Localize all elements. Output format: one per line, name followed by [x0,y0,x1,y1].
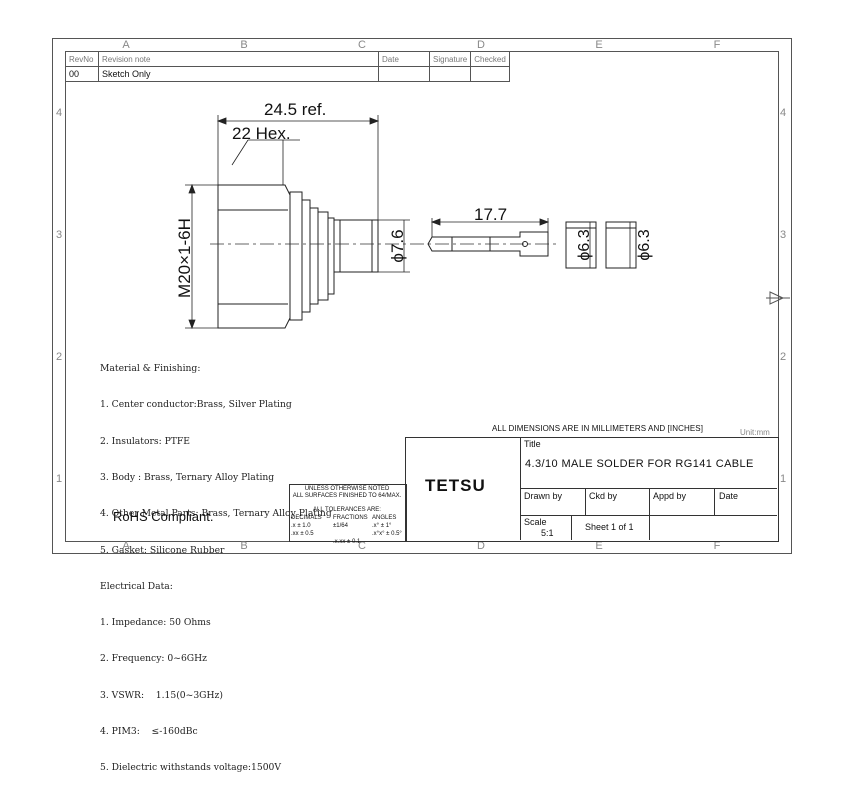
tolerance-line-3: ALL TOLERANCES ARE: [313,507,381,513]
pin-length-dimension: 17.7 [474,205,508,224]
dimension-units-note: ALL DIMENSIONS ARE IN MILLIMETERS AND [I… [492,424,704,433]
zone-row-3-right: 3 [780,229,787,241]
hex-nut-outline [217,184,291,329]
tolerance-decimals: DECIMALS .x ± 1.0 .xx ± 0.5 [291,514,322,538]
note-line: 5. Dielectric withstands voltage:1500V [100,762,282,774]
zone-col-e-bottom: E [595,540,603,552]
zone-row-2-right: 2 [780,351,787,363]
zone-col-e-top: E [595,39,603,51]
ferrule-2 [605,221,637,269]
tolerance-angles: ANGLES .x° ± 1° .x°x° ± 0.5° [372,514,402,538]
sheet-number: Sheet 1 of 1 [585,522,634,532]
zone-col-c-top: C [358,39,366,51]
tolerance-decimal-1: .x ± 1.0 [291,523,311,529]
rohs-label: RoHS Compliant. [113,509,214,524]
company-logo: TETSU [425,476,486,495]
unit-label: Unit:mm [740,428,770,437]
note-line: 1. Impedance: 50 Ohms [100,617,211,629]
checked-cell [470,66,510,82]
zone-row-4-left: 4 [56,107,63,119]
tolerance-line-2: ALL SURFACES FINISHED TO 64/MAX. [292,493,402,499]
note-line: 3. Body : Brass, Ternary Alloy Plating [100,472,275,484]
zone-col-d-top: D [477,39,485,51]
tolerance-angles-head: ANGLES [372,515,397,521]
overall-length-dimension: 24.5 ref. [264,100,327,119]
drawing-border [52,38,792,554]
tolerance-fractions-head: FRACTIONS [333,515,368,521]
ferrule2-diameter-dimension: ϕ6.3 [636,229,653,261]
signature-cell [428,66,472,82]
zone-col-a-top: A [122,39,130,51]
note-line: 2. Insulators: PTFE [100,435,191,447]
tolerance-line-1: UNLESS OTHERWISE NOTED [304,486,390,492]
tolerance-decimals-head: DECIMALS [291,515,322,521]
revision-table: RevNo Revision note Date Signature Check… [65,51,510,82]
note-line: 4. PIM3: ≤-160dBc [100,726,198,737]
zone-row-4-right: 4 [780,107,787,119]
scale-value: 5:1 [541,528,554,538]
tolerance-fractions: FRACTIONS ±1/64 .x.xx ± 0.1 [333,514,368,546]
zone-col-b-bottom: B [240,540,248,552]
zone-col-f-bottom: F [713,540,721,552]
zone-col-b-top: B [240,39,248,51]
revision-note-cell: Sketch Only [98,66,379,82]
tolerance-angle-2: .x°x° ± 0.5° [372,531,402,537]
material-notes: Material & Finishing: 1. Center conducto… [100,339,332,786]
checked-by-label: Ckd by [589,491,618,501]
tolerance-notes: UNLESS OTHERWISE NOTED ALL SURFACES FINI… [289,486,405,514]
rear-diameter-dimension: ϕ7.6 [388,229,407,263]
tolerance-fraction-1: ±1/64 [333,523,348,529]
contact-pin-outline [427,231,549,257]
table-row: 00 Sketch Only [65,66,510,82]
date-label: Date [719,491,739,501]
zone-row-1-left: 1 [56,473,63,485]
hex-size-dimension: 22 Hex. [232,124,291,143]
title-label: Title [524,439,541,449]
ferrule1-diameter-dimension: ϕ6.3 [576,229,593,261]
scale-label: Scale [524,517,547,527]
tolerance-block [289,484,407,542]
note-line: Material & Finishing: [100,363,201,375]
note-line: 2. Frequency: 0~6GHz [100,653,207,665]
note-line: 4. Other Metal Parts: Brass, Ternary All… [100,508,332,520]
zone-col-f-top: F [713,39,721,51]
drawn-by-label: Drawn by [524,491,563,501]
note-line: 3. VSWR: 1.15(0~3GHz) [100,689,223,701]
zone-row-3-left: 3 [56,229,63,241]
drawing-title: 4.3/10 MALE SOLDER FOR RG141 CABLE [525,458,754,470]
thread-dimension: M20×1-6H [175,218,194,298]
tolerance-angle-1: .x° ± 1° [372,523,392,529]
zone-col-d-bottom: D [477,540,485,552]
ferrule-1 [565,221,597,269]
zone-col-a-bottom: A [122,540,130,552]
approved-by-label: Appd by [653,491,687,501]
zone-col-c-bottom: C [358,540,366,552]
note-line: 1. Center conductor:Brass, Silver Platin… [100,399,292,411]
tolerance-decimal-2: .xx ± 0.5 [291,531,314,537]
tolerance-decimal-3: .x.xx ± 0.1 [333,539,361,545]
note-line: 5. Gasket: Silicone Rubber [100,544,225,556]
zone-row-2-left: 2 [56,351,63,363]
title-block [405,437,779,542]
note-line: Electrical Data: [100,580,173,592]
zone-row-1-right: 1 [780,473,787,485]
connector-drawing [185,115,790,330]
